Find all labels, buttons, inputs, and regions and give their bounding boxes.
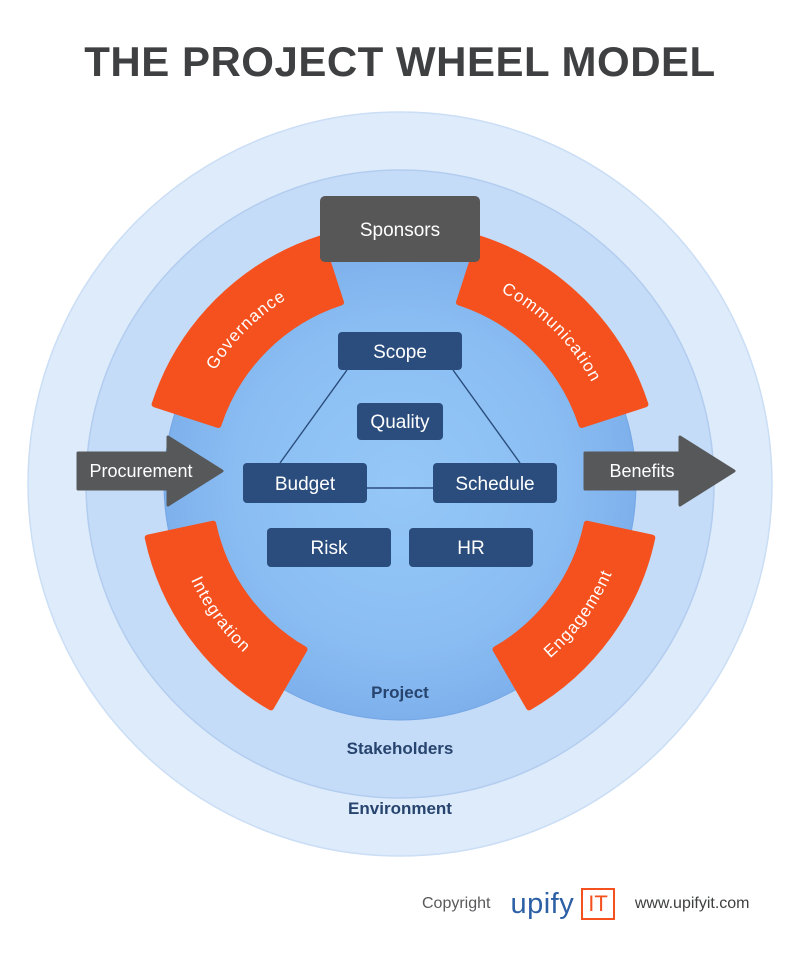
integration-arc	[144, 520, 308, 711]
benefits-arrow-shape	[583, 435, 736, 507]
benefits-label: Benefits	[609, 461, 674, 481]
schedule-box	[433, 463, 557, 503]
brand-name: upify	[510, 887, 575, 920]
project-ring-label: Project	[371, 683, 429, 702]
stakeholders-ring-label: Stakeholders	[347, 739, 454, 758]
sponsors-label: Sponsors	[360, 220, 440, 241]
risk-box	[267, 528, 391, 567]
sponsors-box	[320, 196, 480, 262]
budget-box	[243, 463, 367, 503]
procurement-arrow: Procurement	[76, 435, 224, 507]
benefits-arrow: Benefits	[583, 435, 736, 507]
scope-label: Scope	[373, 342, 427, 363]
center-boxes: Scope Quality Budget Schedule Risk HR	[243, 332, 557, 567]
website-url: www.upifyit.com	[634, 895, 750, 912]
quality-label: Quality	[370, 412, 430, 433]
risk-label: Risk	[311, 538, 348, 559]
hr-label: HR	[457, 538, 484, 559]
procurement-arrow-shape	[76, 435, 224, 507]
engagement-arc	[492, 520, 656, 711]
footer: Copyright upify IT www.upifyit.com	[422, 882, 750, 926]
quality-box	[357, 403, 443, 440]
budget-label: Budget	[275, 474, 336, 495]
environment-ring-label: Environment	[348, 799, 452, 818]
page-title: THE PROJECT WHEEL MODEL	[84, 38, 716, 85]
hr-box	[409, 528, 533, 567]
copyright-text: Copyright	[422, 895, 491, 912]
brand-suffix-badge: IT	[581, 888, 615, 920]
scope-box	[338, 332, 462, 370]
brand-logo: upify IT	[510, 887, 615, 921]
schedule-label: Schedule	[455, 474, 534, 495]
communication-arc	[456, 235, 649, 428]
triangle-connectors	[279, 369, 521, 489]
procurement-label: Procurement	[89, 461, 192, 481]
